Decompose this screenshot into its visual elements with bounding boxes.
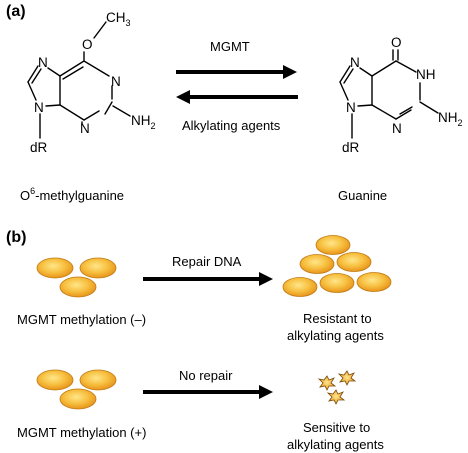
sensitive-outcome-line1: Sensitive to	[303, 420, 370, 435]
methyl-group-label: CH3	[106, 10, 131, 28]
ring-n3-label: N	[80, 121, 90, 136]
carbonyl-oxygen-label: O	[391, 35, 402, 50]
o6-methylguanine-name: O6-methylguanine	[20, 186, 124, 203]
ring-n7-label: N	[38, 55, 48, 70]
repair-dna-label: Repair DNA	[172, 254, 242, 269]
no-repair-label: No repair	[179, 368, 233, 383]
sensitive-outcome-line2: alkylating agents	[287, 437, 384, 452]
left-amine-label: NH2	[131, 113, 156, 131]
tumor-cell	[36, 369, 74, 391]
tumor-cell	[299, 254, 335, 274]
tumor-cell	[336, 252, 372, 272]
right-amine-label: NH2	[438, 110, 463, 128]
panel-a-label: (a)	[6, 3, 26, 20]
resistant-cell-cluster	[282, 235, 392, 297]
cell-fragment	[326, 389, 346, 405]
row1-condition-label: MGMT methylation (–)	[17, 312, 146, 327]
ring-nh-label: NH	[416, 67, 436, 82]
tumor-cell	[315, 235, 351, 255]
row2-arrow-head	[259, 385, 273, 399]
tumor-cell	[36, 257, 74, 279]
o6-methylguanine-structure: CH3 O N NH2 N N N	[27, 10, 156, 155]
tumor-cell	[59, 388, 97, 410]
alkylating-agents-reverse-label: Alkylating agents	[182, 118, 281, 133]
cell-fragment	[337, 370, 357, 386]
reverse-arrow-head	[176, 90, 190, 104]
right-ring-n3-label: N	[392, 121, 402, 136]
right-ring-n9-label: N	[346, 100, 356, 115]
guanine-structure: O NH N NH2 N N dR	[339, 35, 463, 155]
tumor-cell	[79, 369, 117, 391]
right-ring-n7-label: N	[350, 55, 360, 70]
left-sugar-label: dR	[30, 140, 48, 155]
right-sugar-label: dR	[342, 140, 360, 155]
tumor-cell	[282, 277, 318, 297]
tumor-cell	[319, 273, 355, 293]
ring-n1-label: N	[111, 74, 121, 89]
mgmt-forward-label: MGMT	[210, 39, 250, 54]
row2-tumor-cells	[36, 369, 117, 410]
forward-arrow-head	[283, 65, 297, 79]
reaction-arrows: MGMT Alkylating agents	[176, 39, 298, 133]
tumor-cell	[79, 257, 117, 279]
row1-tumor-cells	[36, 257, 117, 298]
guanine-name: Guanine	[338, 188, 387, 203]
resistant-outcome-line2: alkylating agents	[287, 328, 384, 343]
tumor-cell	[356, 272, 392, 292]
row1-arrow-head	[259, 272, 273, 286]
dying-cell-fragments	[317, 370, 357, 405]
tumor-cell	[59, 276, 97, 298]
methoxy-oxygen-label: O	[82, 37, 93, 52]
ring-n9-label: N	[34, 100, 44, 115]
row2-condition-label: MGMT methylation (+)	[17, 425, 146, 440]
resistant-outcome-line1: Resistant to	[303, 311, 372, 326]
cell-fragment	[317, 375, 337, 391]
panel-b-label: (b)	[6, 229, 26, 246]
